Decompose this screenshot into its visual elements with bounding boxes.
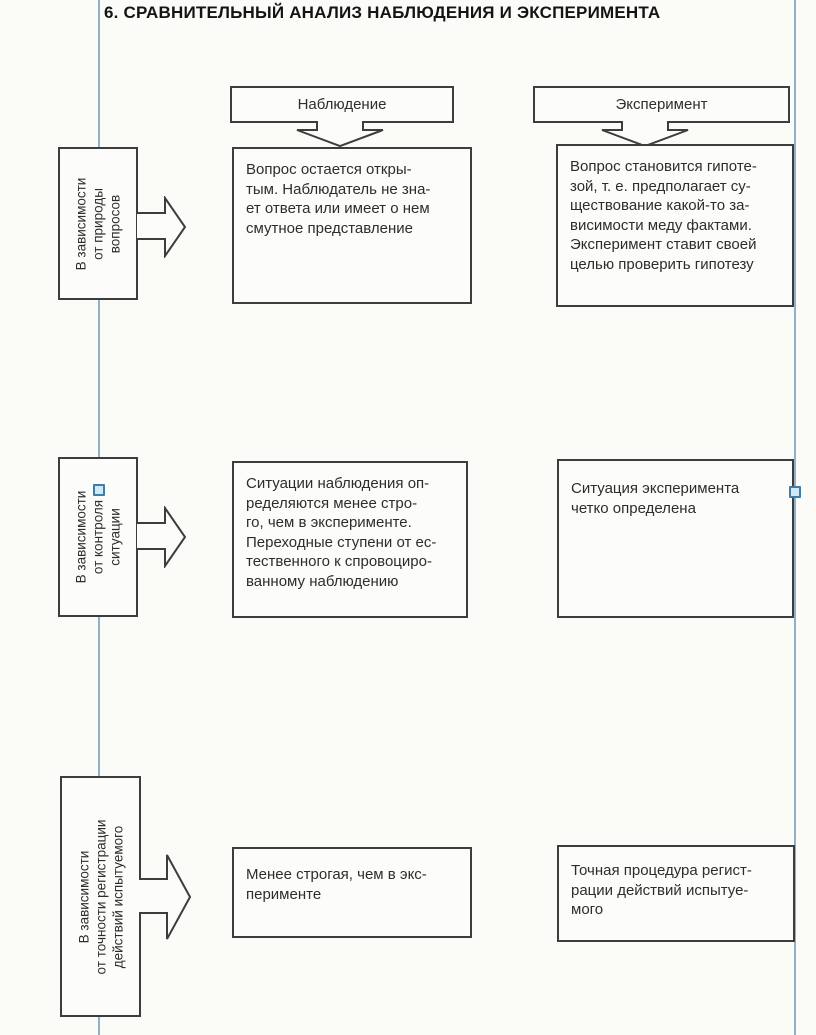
right-arrow-icon <box>139 854 192 940</box>
selection-guide-right <box>794 0 796 1035</box>
criterion-label-control-text: В зависимости от контроля ситуации <box>73 490 123 584</box>
criterion-label-questions: В зависимости от природы вопросов <box>58 147 138 300</box>
column-header-experiment-label: Эксперимент <box>615 96 708 113</box>
criterion-label-registration: В зависимости от точности регистрации де… <box>60 776 141 1017</box>
cell-observation-questions: Вопрос остается откры- тым. Наблюдатель … <box>232 147 472 304</box>
column-header-experiment: Эксперимент <box>533 86 790 123</box>
cell-observation-registration: Менее строгая, чем в экс- перименте <box>232 847 472 938</box>
cell-experiment-registration: Точная процедура регист- рации действий … <box>557 845 795 942</box>
column-header-observation: Наблюдение <box>230 86 454 123</box>
down-arrow-icon <box>296 121 384 148</box>
criterion-label-questions-text: В зависимости от природы вопросов <box>73 177 123 270</box>
cell-experiment-questions: Вопрос становится гипоте- зой, т. е. пре… <box>556 144 794 307</box>
column-header-observation-label: Наблюдение <box>297 96 387 113</box>
right-arrow-icon <box>137 196 187 258</box>
selection-handle-left[interactable] <box>93 484 105 496</box>
page-title: 6. СРАВНИТЕЛЬНЫЙ АНАЛИЗ НАБЛЮДЕНИЯ И ЭКС… <box>104 3 661 22</box>
criterion-label-registration-text: В зависимости от точности регистрации де… <box>76 819 125 974</box>
selection-handle-right[interactable] <box>789 486 801 498</box>
cell-experiment-control: Ситуация эксперимента четко определена <box>557 459 794 618</box>
criterion-label-control: В зависимости от контроля ситуации <box>58 457 138 617</box>
cell-observation-control: Ситуации наблюдения оп- ределяются менее… <box>232 461 468 618</box>
right-arrow-icon <box>137 506 187 568</box>
